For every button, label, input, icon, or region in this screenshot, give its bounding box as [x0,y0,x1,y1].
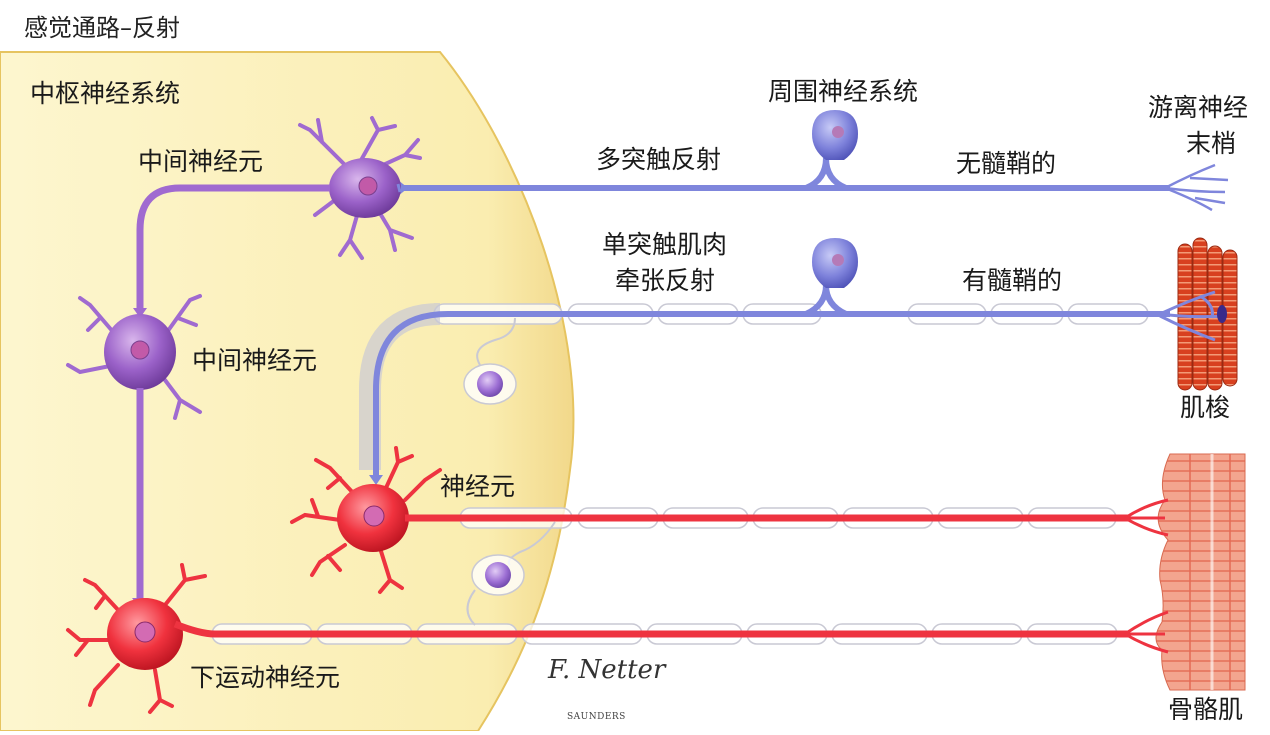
diagram-title: 感觉通路–反射 [24,14,180,42]
label-neuron: 神经元 [440,473,515,501]
skeletal-muscle [1156,454,1245,690]
label-pns: 周围神经系统 [768,78,918,106]
muscle-spindle [1160,238,1237,390]
label-muscle-spindle: 肌梭 [1180,394,1230,422]
label-monosynaptic-line1: 单突触肌肉 [602,231,727,259]
dorsal-root-ganglion-cell-mid [812,238,858,288]
free-nerve-endings [1165,165,1228,210]
label-skeletal-muscle: 骨骼肌 [1168,696,1243,724]
label-interneuron-middle: 中间神经元 [192,347,317,375]
label-unmyelinated: 无髓鞘的 [956,150,1056,178]
label-free-nerve-endings-1: 游离神经 [1148,94,1248,122]
dorsal-root-ganglion-cell-top [812,110,858,160]
publisher-mark: SAUNDERS [567,712,626,722]
artist-signature: F. Netter [548,655,665,685]
label-monosynaptic-line2: 牵张反射 [615,267,715,295]
label-interneuron-top: 中间神经元 [138,148,263,176]
label-lower-motor-neuron: 下运动神经元 [190,664,340,692]
label-polysynaptic-reflex: 多突触反射 [596,146,721,174]
label-myelinated: 有髓鞘的 [962,267,1062,295]
label-free-nerve-endings-2: 末梢 [1186,130,1236,158]
label-cns: 中枢神经系统 [30,80,180,108]
